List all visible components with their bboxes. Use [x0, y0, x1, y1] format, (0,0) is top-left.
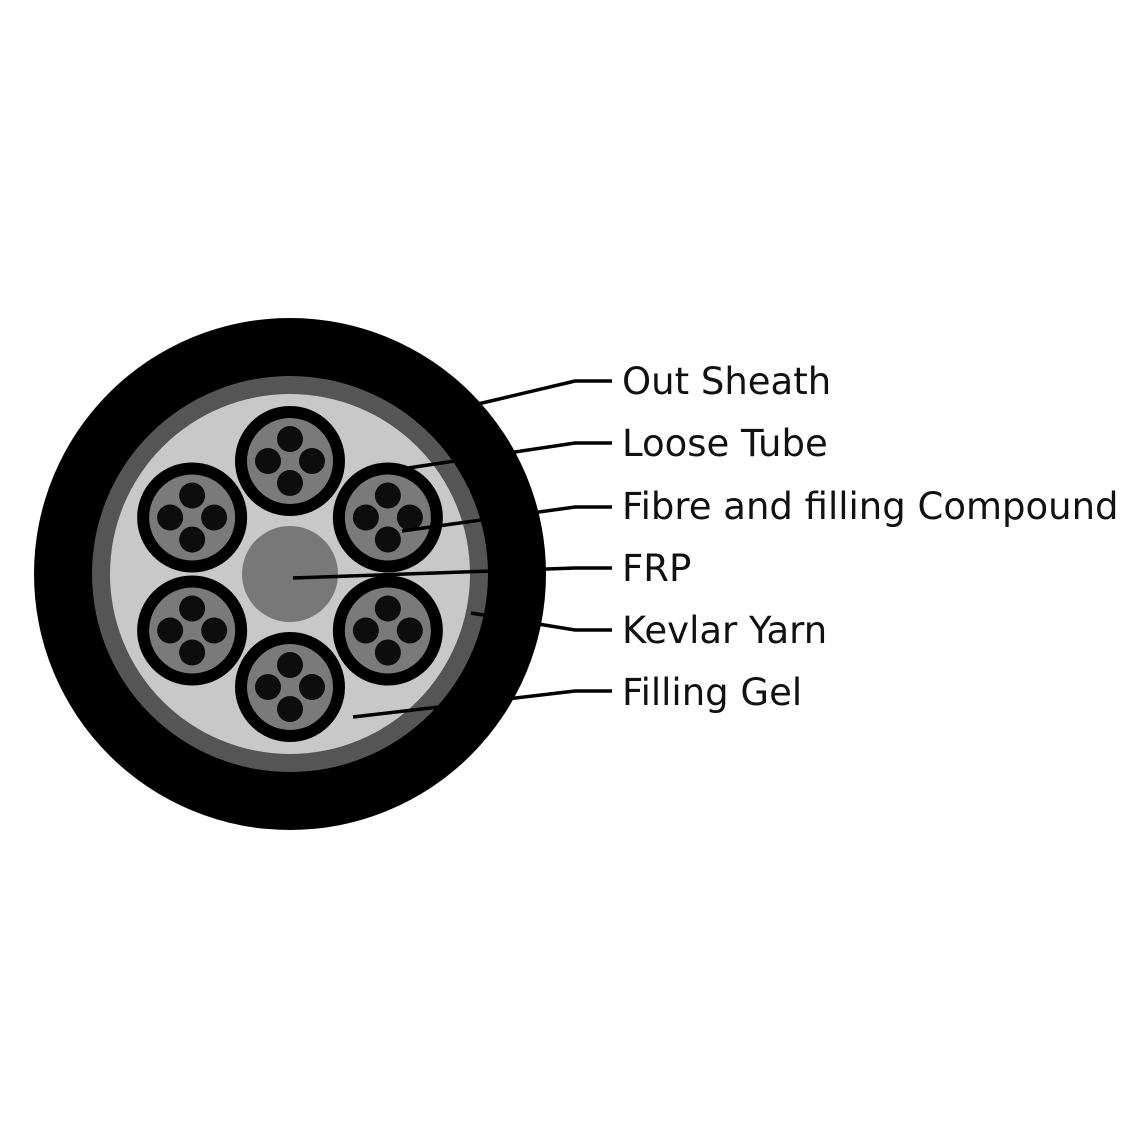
filling-compound [344, 587, 431, 674]
optical-fibre [277, 426, 303, 452]
optical-fibre [157, 504, 184, 531]
optical-fibre [396, 617, 423, 644]
filling-compound [149, 474, 236, 561]
loose-tube [235, 406, 345, 516]
loose-tube-group [137, 406, 443, 742]
optical-fibre [277, 696, 303, 722]
optical-fibre [299, 448, 325, 474]
loose-tube [235, 632, 345, 742]
optical-fibre [374, 595, 401, 622]
leader-line-kevlar-yarn [470, 611, 612, 632]
filling-compound [149, 587, 236, 674]
optical-fibre [179, 595, 206, 622]
optical-fibre [396, 504, 423, 531]
optical-fibre [255, 448, 281, 474]
frp-core [242, 526, 338, 622]
leader-line-filling-gel [352, 689, 612, 719]
optical-fibre [374, 526, 401, 553]
leader-line-loose-tube [407, 441, 612, 470]
optical-fibre [374, 639, 401, 666]
optical-fibre [277, 652, 303, 678]
loose-tube [332, 575, 443, 686]
optical-fibre [299, 674, 325, 700]
label-out-sheath: Out Sheath [622, 360, 831, 403]
optical-fibre [179, 639, 206, 666]
optical-fibre [352, 617, 379, 644]
leader-line-out-sheath [477, 379, 612, 406]
label-fibre-and-filling-compound: Fibre and filling Compound [622, 485, 1119, 528]
optical-fibre [179, 482, 206, 509]
optical-fibre [201, 617, 228, 644]
filling-compound [247, 644, 333, 730]
loose-tube [137, 462, 248, 573]
optical-fibre [157, 617, 184, 644]
label-filling-gel: Filling Gel [622, 671, 802, 714]
optical-fibre [374, 482, 401, 509]
label-frp: FRP [622, 547, 691, 590]
leader-lines [292, 379, 612, 719]
optical-fibre [352, 504, 379, 531]
optical-fibre [179, 526, 206, 553]
optical-fibre [277, 470, 303, 496]
filling-compound [247, 418, 333, 504]
leader-line-frp [292, 566, 612, 580]
filling-compound [344, 474, 431, 561]
label-loose-tube: Loose Tube [622, 422, 828, 465]
loose-tube [137, 575, 248, 686]
optical-fibre [201, 504, 228, 531]
leader-line-fibre-compound [401, 505, 612, 533]
loose-tube [332, 462, 443, 573]
label-kevlar-yarn: Kevlar Yarn [622, 609, 827, 652]
optical-fibre [255, 674, 281, 700]
